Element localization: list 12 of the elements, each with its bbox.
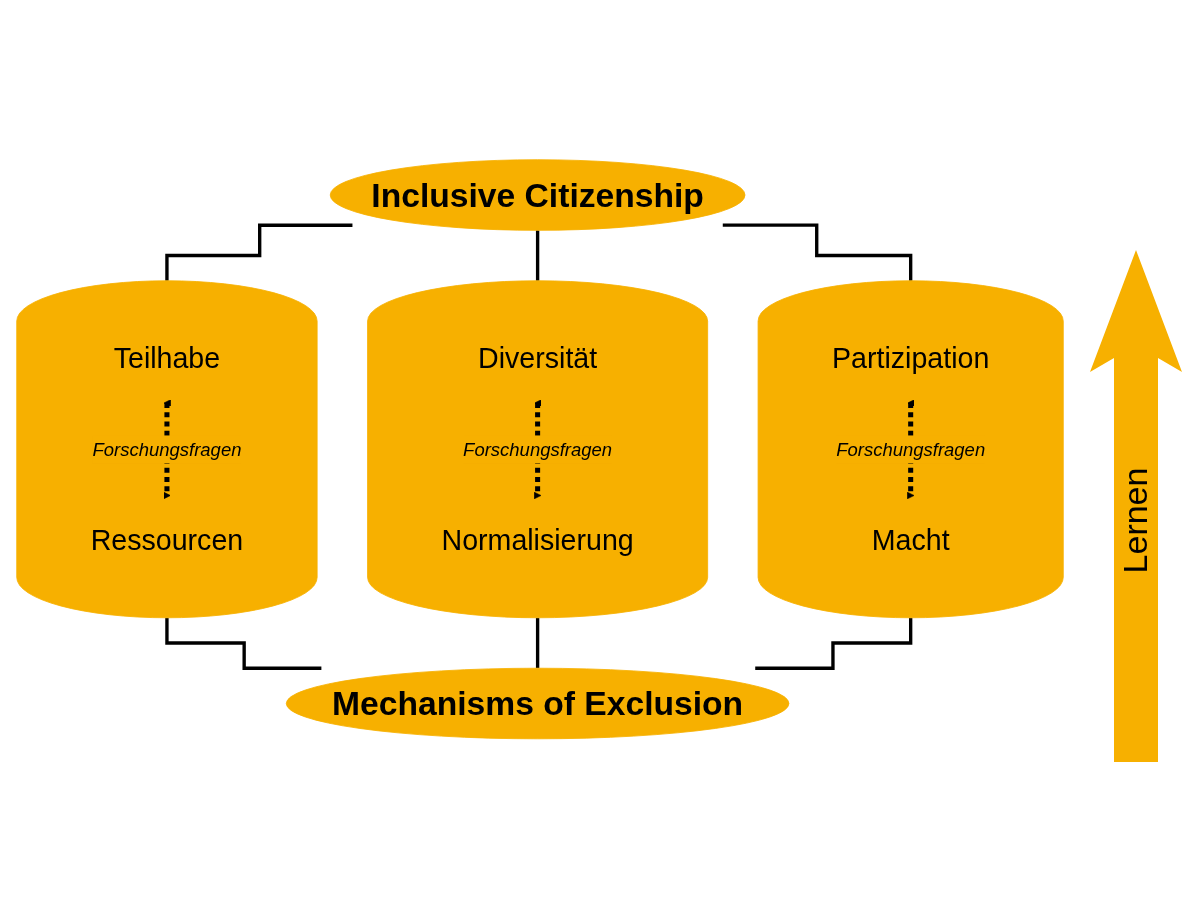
arrow-label: Lernen [1116,467,1156,573]
edge-label: Forschungsfragen [463,438,613,461]
node-text: Teilhabe [113,341,221,374]
node-ellipse: Inclusive Citizenship [329,159,746,231]
edge-label: Forschungsfragen [836,438,986,461]
node-ellipse: Mechanisms of Exclusion [285,668,790,740]
edge-label: Forschungsfragen [92,438,242,461]
node-text: Ressourcen [90,524,244,557]
node-text: Normalisierung [441,524,634,557]
node-text: Diversität [478,341,598,374]
node-text: Macht [871,524,950,557]
node-text: Partizipation [832,341,990,374]
